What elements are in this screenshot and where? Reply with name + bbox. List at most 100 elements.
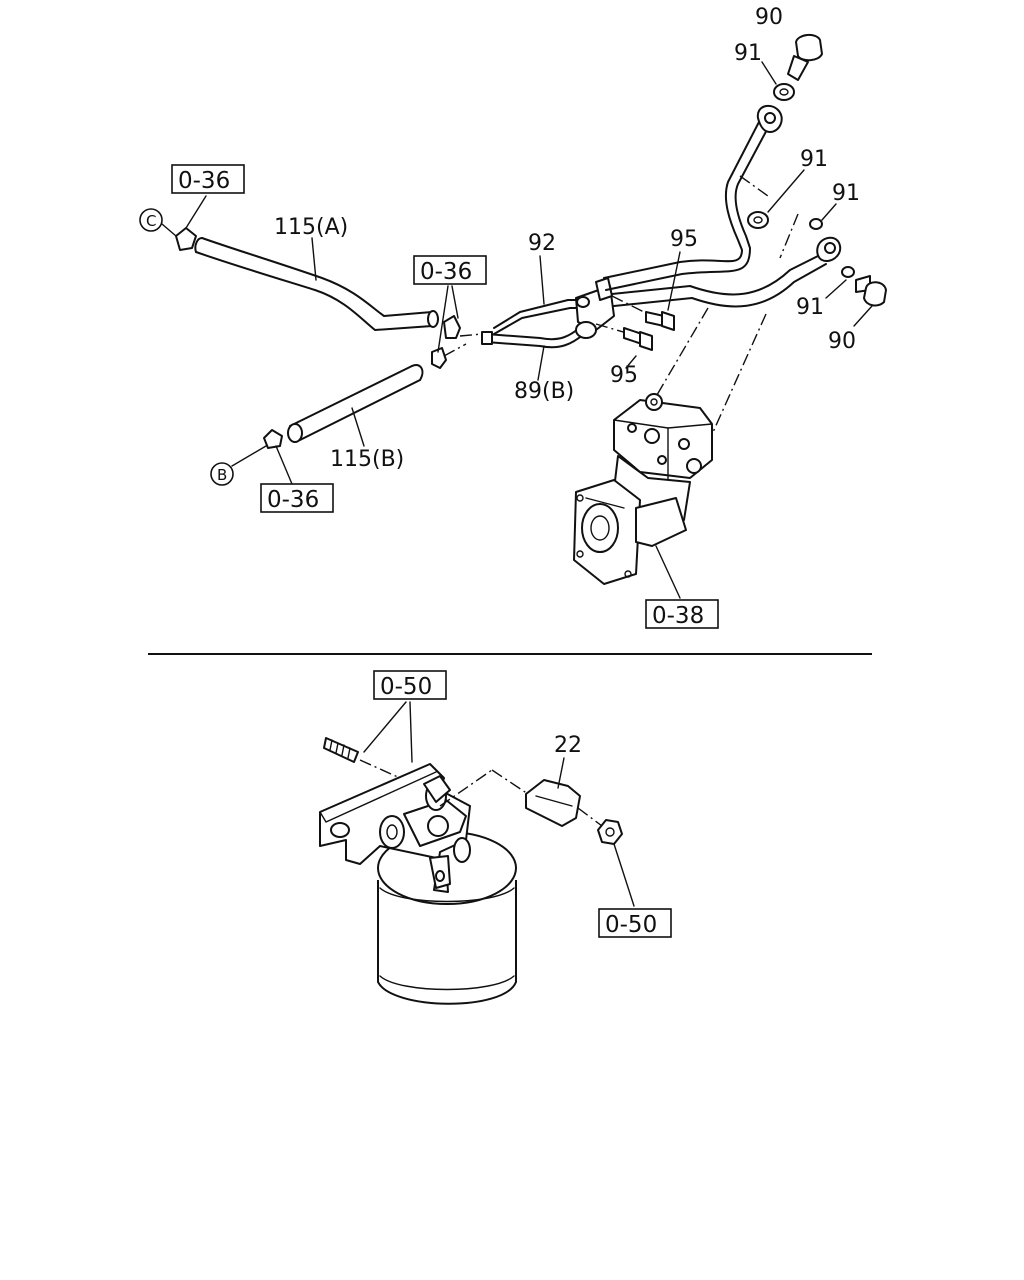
leader-91-lower <box>825 279 847 299</box>
ref-box-050-bottom: 0-50 <box>598 908 672 938</box>
leader-91-top <box>761 61 777 85</box>
leader-036-bottom <box>275 445 293 485</box>
hose-clamp-c <box>175 227 197 251</box>
connector-c-label: C <box>146 212 156 230</box>
leader-115a <box>311 237 317 281</box>
leader-91-right <box>821 203 837 221</box>
label-part-90-lower: 90 <box>828 329 856 354</box>
ref-box-050-top: 0-50 <box>373 670 447 700</box>
hose-115a-upper <box>195 251 433 331</box>
ref-label-036-bottom: 0-36 <box>267 487 319 513</box>
leader-115b <box>351 407 365 447</box>
pipe-long-upper-b <box>605 123 771 291</box>
bolt-90-top-thread <box>787 55 809 81</box>
stud-bolt-thread <box>329 739 351 759</box>
washer-91-right <box>809 218 823 230</box>
stud-bolt <box>323 737 359 763</box>
hose-115a-lower <box>201 237 433 317</box>
leader-038 <box>655 545 681 599</box>
label-part-115a: 115(A) <box>274 215 348 240</box>
air-dryer-filter <box>319 763 517 1005</box>
pipe-long-upper-a <box>603 119 761 279</box>
bolt-90-lower-head <box>863 281 887 307</box>
label-part-89b: 89(B) <box>514 379 574 404</box>
hose-clamp-b <box>263 429 283 449</box>
bracket-22 <box>525 779 581 827</box>
washer-91-mid <box>747 211 769 229</box>
label-part-91-top: 91 <box>734 41 762 66</box>
leader-92 <box>539 255 545 305</box>
label-part-95-top: 95 <box>670 227 698 252</box>
hose-clamp-mid-upper <box>443 315 461 339</box>
dash-stud-to-head <box>359 759 401 779</box>
hose-115a-opening <box>427 310 439 328</box>
banjo-fitting-right-hole <box>824 242 836 254</box>
label-part-92: 92 <box>528 231 556 256</box>
dash-head-to-bracket-2 <box>491 769 529 795</box>
connector-c: C <box>139 208 163 232</box>
flange-nut-hole <box>605 827 615 837</box>
washer-91-top-hole <box>779 88 789 96</box>
dash-head-to-bracket <box>439 769 493 807</box>
pipe-89b-fitting <box>481 331 493 345</box>
label-part-91-right: 91 <box>832 181 860 206</box>
banjo-fitting-top-hole <box>764 112 776 124</box>
flange-nut <box>597 819 623 845</box>
dash-hose-to-pipe <box>459 333 483 337</box>
ref-label-036-top: 0-36 <box>178 168 230 194</box>
hose-115b-end-right <box>411 364 424 381</box>
leader-050-top-a <box>363 701 407 753</box>
label-part-22: 22 <box>554 733 582 758</box>
label-part-95-bottom: 95 <box>610 363 638 388</box>
connector-b: B <box>210 462 234 486</box>
bolt-90-top-head <box>795 34 823 62</box>
ref-box-036-top: 0-36 <box>171 164 245 194</box>
leader-95-top <box>667 251 681 311</box>
bolt-95-top-head <box>661 311 675 331</box>
ref-label-038: 0-38 <box>652 603 704 629</box>
hose-115b-top <box>289 365 413 427</box>
leader-90-lower <box>853 305 873 327</box>
dash-91-right <box>779 213 799 259</box>
pipe-92-2 <box>493 307 589 335</box>
leader-050-bottom <box>613 843 635 907</box>
label-part-90-top: 90 <box>755 5 783 30</box>
dash-hose-to-pipe-2 <box>443 343 467 357</box>
pipe-long-lower-b <box>613 263 827 308</box>
leader-91-mid <box>767 169 805 213</box>
bolt-95-bottom-head <box>639 331 653 351</box>
washer-91-lower <box>841 266 855 278</box>
ref-box-038: 0-38 <box>645 599 719 629</box>
washer-91-mid-hole <box>753 216 763 224</box>
leader-22 <box>557 757 565 789</box>
ref-box-036-mid: 0-36 <box>413 255 487 285</box>
leader-b <box>231 445 267 467</box>
hose-115b-bottom <box>299 379 421 441</box>
ref-label-050-bottom: 0-50 <box>605 912 657 938</box>
washer-91-top <box>773 83 795 101</box>
hose-115a-end <box>194 237 203 253</box>
leader-050-top-b <box>409 701 413 763</box>
leader-036-mid-a <box>437 285 449 353</box>
leader-95-bottom <box>625 355 637 369</box>
bracket-hole <box>576 296 590 308</box>
connector-b-label: B <box>217 466 227 484</box>
hose-115b-end-left <box>287 423 303 443</box>
hose-clamp-mid-lower <box>431 347 447 369</box>
ref-box-036-bottom: 0-36 <box>260 483 334 513</box>
leader-c <box>161 223 177 237</box>
bracket-22-slot <box>535 795 573 807</box>
dash-91-mid <box>739 175 769 197</box>
label-part-115b: 115(B) <box>330 447 404 472</box>
pipe-long-lower-a <box>611 253 823 296</box>
leader-036-mid-b <box>451 285 459 319</box>
leader-89b <box>537 345 545 381</box>
dash-bracket-to-nut <box>577 807 603 827</box>
dash-bolt95-top <box>611 295 653 317</box>
air-compressor <box>573 393 713 585</box>
ref-label-050-top: 0-50 <box>380 674 432 700</box>
ref-label-036-mid: 0-36 <box>420 259 472 285</box>
leader-036-top <box>185 195 207 229</box>
